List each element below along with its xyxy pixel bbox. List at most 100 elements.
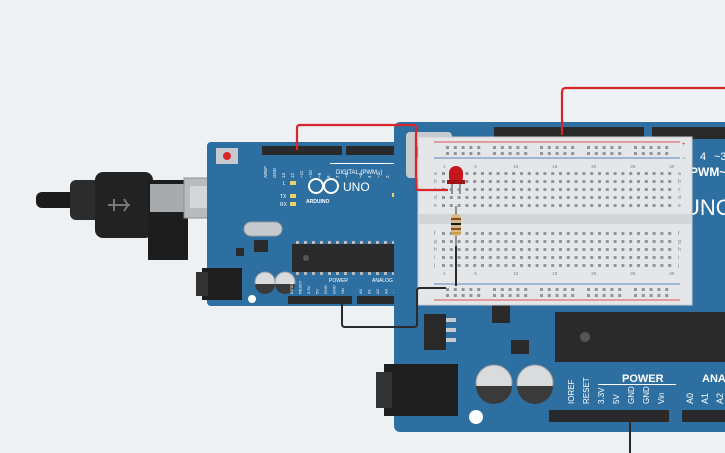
- rail-hole: [516, 152, 520, 155]
- breadboard-hole: [481, 256, 484, 259]
- breadboard-hole: [621, 196, 625, 199]
- digital-pin-label: ~11: [299, 170, 304, 178]
- breadboard-hole: [566, 204, 570, 207]
- red-led[interactable]: [447, 166, 465, 194]
- breadboard-hole: [621, 232, 625, 235]
- analog-pin-label: A1: [367, 288, 372, 294]
- rail-hole: [563, 152, 567, 155]
- breadboard-hole: [512, 264, 516, 267]
- breadboard-hole: [551, 256, 555, 259]
- breadboard-hole: [473, 264, 477, 267]
- breadboard-hole: [637, 172, 640, 175]
- breadboard-center-channel: [418, 214, 692, 224]
- breadboard-hole: [637, 188, 640, 191]
- breadboard-hole: [465, 264, 469, 267]
- resistor[interactable]: [451, 206, 461, 246]
- wire-red-pin13[interactable]: [295, 123, 448, 192]
- capacitor-2-base: [275, 284, 295, 294]
- breadboard-hole: [512, 172, 516, 175]
- breadboard-hole: [496, 232, 500, 235]
- breadboard-hole: [449, 264, 453, 267]
- breadboard-hole: [613, 172, 617, 175]
- breadboard-hole: [481, 188, 484, 191]
- chip-pin: [304, 272, 307, 275]
- breadboard-hole: [574, 204, 578, 207]
- rail-hole: [634, 294, 637, 297]
- usb-plug-metal: [150, 184, 186, 212]
- large-power-pin-label: IOREF: [567, 379, 576, 404]
- dc-power-jack: [202, 268, 242, 300]
- rail-hole: [571, 152, 575, 155]
- breadboard-hole: [566, 248, 570, 251]
- breadboard-hole: [488, 264, 492, 267]
- column-number-top: 5: [474, 164, 477, 169]
- breadboard-hole: [512, 248, 516, 251]
- rail-hole: [500, 288, 504, 291]
- breadboard-hole: [652, 196, 656, 199]
- breadboard-hole: [637, 240, 640, 243]
- breadboard-hole: [668, 204, 672, 207]
- breadboard-hole: [481, 240, 484, 243]
- digital-pin-label: ~3: [376, 172, 381, 178]
- large-power-pin-label: Vin: [657, 393, 666, 404]
- breadboard-hole: [488, 188, 492, 191]
- rail-hole: [571, 294, 575, 297]
- rail-hole: [649, 288, 653, 291]
- rail-hole: [665, 146, 669, 149]
- breadboard-hole: [574, 256, 578, 259]
- breadboard-hole: [520, 232, 523, 235]
- breadboard-hole: [582, 248, 586, 251]
- breadboard-hole: [566, 264, 570, 267]
- breadboard-hole: [551, 232, 555, 235]
- breadboard-hole: [535, 248, 539, 251]
- breadboard-hole: [481, 248, 484, 251]
- rail-hole: [665, 294, 669, 297]
- breadboard-hole: [590, 240, 594, 243]
- reset-button-cap[interactable]: [223, 152, 231, 160]
- breadboard-hole: [629, 188, 633, 191]
- rail-hole: [469, 146, 473, 149]
- breadboard-hole: [644, 264, 648, 267]
- breadboard-hole: [668, 240, 672, 243]
- arduino-logo: UNO ARDUINO: [306, 178, 370, 205]
- chip-pin: [296, 272, 299, 275]
- chip-notch: [303, 255, 309, 261]
- large-voltage-regulator: [511, 340, 529, 354]
- breadboard-hole: [512, 180, 516, 183]
- wire-black-gnd[interactable]: [341, 287, 446, 328]
- breadboard-hole: [496, 256, 500, 259]
- breadboard-hole: [481, 180, 484, 183]
- rail-hole: [587, 146, 590, 149]
- wire-red-top[interactable]: [560, 86, 725, 135]
- rail-hole: [641, 152, 645, 155]
- chip-pin: [384, 272, 387, 275]
- usb-cable[interactable]: [36, 172, 225, 260]
- rail-hole: [524, 294, 528, 297]
- breadboard-hole: [481, 232, 484, 235]
- breadboard-hole: [488, 232, 492, 235]
- breadboard-hole: [590, 196, 594, 199]
- chip-pins: [296, 241, 403, 275]
- breadboard-hole: [590, 256, 594, 259]
- breadboard-hole: [465, 248, 469, 251]
- digital-pin-label: 4: [367, 175, 372, 178]
- rail-hole: [524, 288, 528, 291]
- breadboard-hole: [449, 240, 453, 243]
- digital-pin-label: 12: [290, 172, 295, 178]
- breadboard-hole: [559, 188, 562, 191]
- rail-hole: [634, 288, 637, 291]
- rail-hole: [477, 152, 481, 155]
- row-letter: b: [434, 179, 437, 185]
- rail-hole: [516, 294, 520, 297]
- breadboard-hole: [629, 204, 633, 207]
- column-number-bottom: 20: [591, 271, 597, 276]
- breadboard-hole: [582, 232, 586, 235]
- row-letter: f: [678, 231, 680, 237]
- digital-pin-label: ~10: [308, 170, 313, 178]
- breadboard-hole: [590, 232, 594, 235]
- breadboard-hole: [644, 188, 648, 191]
